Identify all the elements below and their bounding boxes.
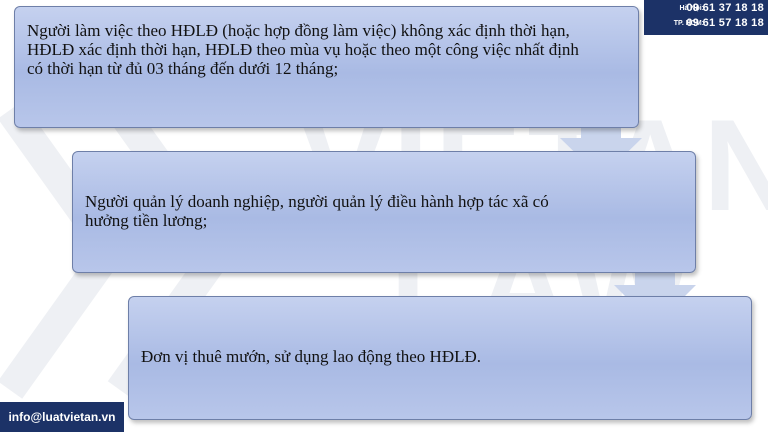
item-text-1: Người làm việc theo HĐLĐ (hoặc hợp đồng … <box>27 21 579 78</box>
hanoi-label: Hà Nội: <box>679 5 705 12</box>
hcm-label: TP. HCM: <box>673 20 704 27</box>
contact-email[interactable]: info@luatvietan.vn <box>0 402 124 432</box>
item-box-2: Người quản lý doanh nghiệp, người quản l… <box>72 151 696 273</box>
hcm-phone[interactable]: 09 61 57 18 18 <box>686 17 764 29</box>
hanoi-contact-row: Hà Nội: 09 61 37 18 18 <box>644 2 768 18</box>
item-box-3: Đơn vị thuê mướn, sử dụng lao động theo … <box>128 296 752 420</box>
item-text-3: Đơn vị thuê mướn, sử dụng lao động theo … <box>141 347 482 366</box>
contact-phone-panel: Hà Nội: 09 61 37 18 18 TP. HCM: 09 61 57… <box>644 0 768 35</box>
hanoi-phone[interactable]: 09 61 37 18 18 <box>686 2 764 14</box>
hcm-contact-row: TP. HCM: 09 61 57 18 18 <box>644 17 768 33</box>
item-box-1: Người làm việc theo HĐLĐ (hoặc hợp đồng … <box>14 6 639 128</box>
item-text-2: Người quản lý doanh nghiệp, người quản l… <box>85 192 549 230</box>
